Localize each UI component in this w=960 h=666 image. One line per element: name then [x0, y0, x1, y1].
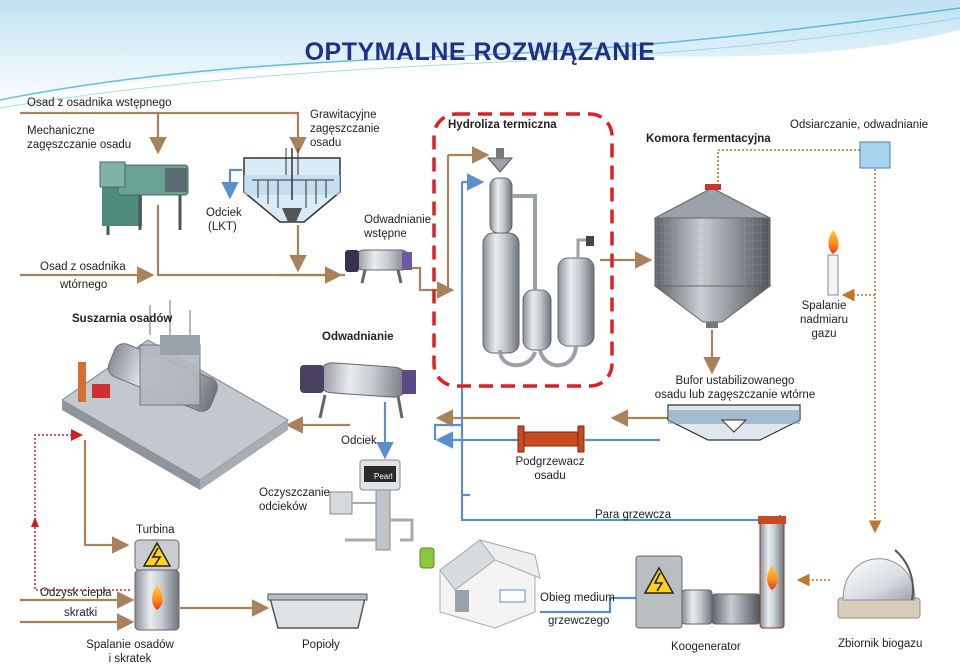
fermentation-chamber: [653, 184, 772, 328]
label-gravity-2: zagęszczanie: [310, 123, 380, 135]
gravity-thickener: [243, 148, 341, 223]
label-desulphurization: Odsiarczanie, odwadnianie: [790, 119, 929, 131]
desulphurization-unit: [859, 141, 891, 169]
label-turbine: Turbina: [136, 524, 175, 536]
label-incineration-1: Spalanie osadów: [86, 639, 174, 651]
label-leachate: Odciek: [341, 435, 377, 447]
label-fermentation-chamber: Komora fermentacyjna: [646, 133, 771, 145]
dewatering-centrifuge: [300, 362, 416, 419]
label-heater-1: Podgrzewacz: [515, 456, 585, 468]
label-heater-2: osadu: [534, 470, 566, 482]
gas-flare: [827, 230, 839, 296]
label-screenings: skratki: [64, 607, 98, 619]
label-secondary-sludge-1: Osad z osadnika: [40, 261, 126, 273]
label-secondary-sludge-2: wtórnego: [60, 279, 108, 291]
label-ash: Popioły: [302, 639, 340, 651]
label-leachate-lkt-1: Odciek: [206, 207, 242, 219]
label-thermal-hydrolysis: Hydroliza termiczna: [448, 119, 557, 131]
label-flare-2: nadmiaru: [800, 314, 848, 326]
page-title: OPTYMALNE ROZWIĄZANIE: [304, 38, 656, 66]
label-leachate-treatment-2: odcieków: [259, 501, 307, 513]
sludge-lines: [20, 111, 721, 631]
label-incineration-2: i skratek: [108, 653, 152, 665]
label-sludge-dryer: Suszarnia osadów: [72, 313, 173, 325]
turbine: [134, 539, 180, 631]
gas-lines: [717, 149, 882, 587]
header-wave: [0, 0, 960, 110]
pearl-brand: Pearl: [374, 472, 393, 481]
label-leachate-treatment-1: Oczyszczanie: [259, 487, 330, 499]
sludge-dryer: [61, 300, 289, 490]
mechanical-thickener: [99, 161, 189, 235]
heat-recovery-line: [34, 429, 130, 591]
label-flare-3: gazu: [811, 328, 837, 340]
cogenerator: [635, 516, 786, 629]
buffer-tank: [667, 404, 801, 441]
water-lines: [221, 168, 782, 614]
biogas-tank: [837, 549, 921, 619]
label-flare-1: Spalanie: [801, 300, 847, 312]
label-heat-recovery: Odzysk ciepła: [40, 587, 112, 599]
label-heating-medium-2: grzewczego: [548, 615, 610, 627]
effluent-treatment-unit: [329, 459, 435, 569]
label-gravity-3: osadu: [310, 137, 342, 149]
label-heating-steam: Para grzewcza: [595, 509, 672, 521]
label-gravity-1: Grawitacyjne: [310, 109, 377, 121]
pre-dewatering-centrifuge: [345, 249, 412, 284]
label-mech-thickening-2: zagęszczanie osadu: [27, 139, 132, 151]
hydrolysis-highlight-box: [432, 112, 614, 388]
label-leachate-lkt-2: (LKT): [208, 221, 237, 233]
thermal-hydrolysis-unit: [482, 148, 595, 368]
label-primary-sludge: Osad z osadnika wstępnego: [27, 97, 172, 109]
label-pre-dewatering-1: Odwadnianie: [364, 214, 432, 226]
label-cogenerator: Koogenerator: [671, 641, 741, 653]
label-dewatering: Odwadnianie: [322, 331, 394, 343]
label-pre-dewatering-2: wstępne: [364, 228, 407, 240]
label-buffer-1: Bufor ustabilizowanego: [675, 375, 795, 387]
sludge-heater: [517, 425, 585, 453]
label-mech-thickening-1: Mechaniczne: [27, 125, 95, 137]
label-heating-medium-1: Obieg medium: [540, 592, 615, 604]
label-biogas-tank: Zbiornik biogazu: [838, 638, 923, 650]
building: [439, 539, 541, 629]
ash-container: [269, 597, 366, 629]
label-buffer-2: osadu lub zagęszczanie wtórne: [654, 389, 816, 401]
